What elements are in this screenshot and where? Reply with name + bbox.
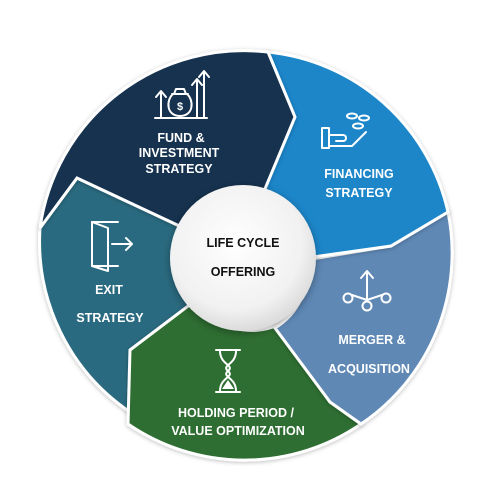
exit-door-icon (91, 221, 133, 272)
holding-line2: VALUE OPTIMIZATION (171, 424, 305, 438)
center-title-line2: OFFERING (211, 265, 276, 279)
center-hub: LIFE CYCLE OFFERING (170, 185, 316, 331)
merger-line2: ACQUISITION (328, 362, 410, 376)
exit-line1: EXIT (95, 283, 123, 297)
exit-line2: STRATEGY (76, 311, 144, 325)
center-title-line1: LIFE CYCLE (207, 236, 280, 250)
holding-line1: HOLDING PERIOD / (178, 406, 295, 420)
hourglass-icon (215, 349, 241, 393)
merger-line1: MERGER & (338, 333, 405, 347)
financing-line1: FINANCING (324, 167, 393, 181)
fund-line3: STRATEGY (145, 162, 213, 176)
financing-line2: STRATEGY (325, 186, 393, 200)
merge-branch-icon (342, 270, 392, 312)
money-bag-growth-icon: $ (154, 70, 210, 119)
fund-line2: INVESTMENT (139, 146, 220, 160)
fund-line1: FUND & (157, 131, 204, 145)
svg-text:$: $ (177, 101, 183, 113)
hand-coins-icon (321, 112, 370, 149)
